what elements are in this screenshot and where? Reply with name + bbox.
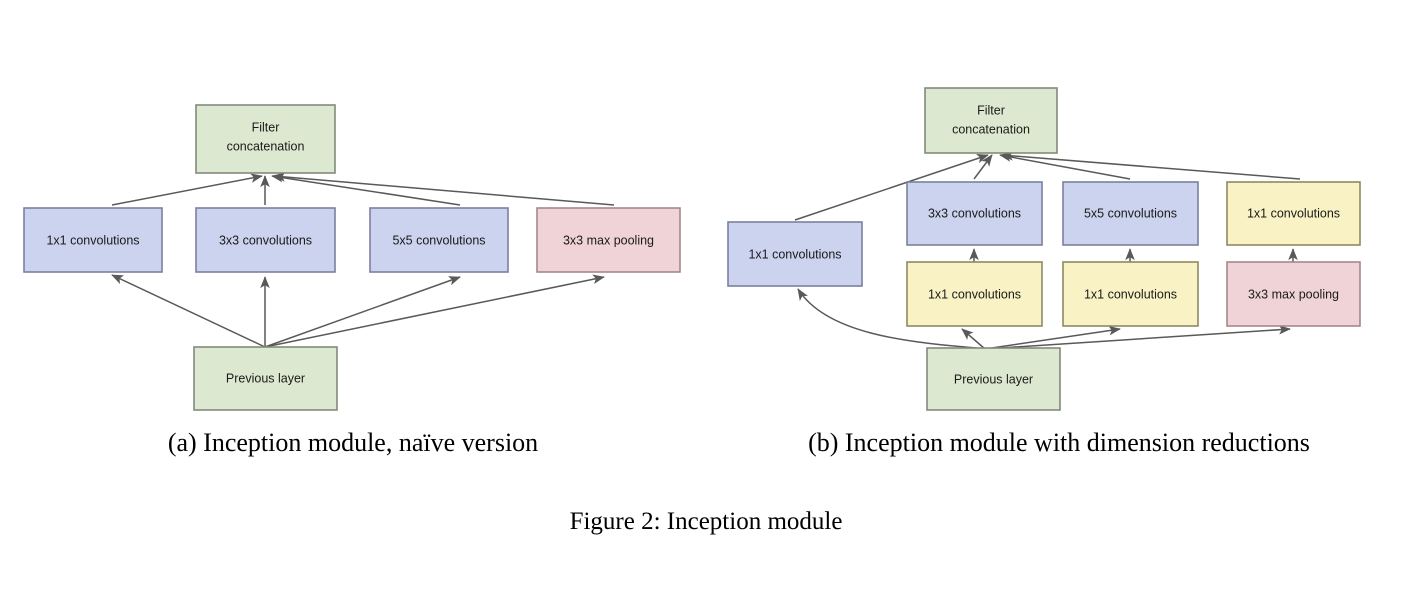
node-b-3x3-convolutions-rect[interactable]: [906, 181, 1043, 246]
node-a-3x3-max-pooling[interactable]: 3x3 max pooling: [536, 207, 681, 273]
node-b-1x1-convolutions-under-3x3-rect[interactable]: [906, 261, 1043, 327]
node-b-3x3-max-pooling-rect[interactable]: [1226, 261, 1361, 327]
diagram-b-edges-upper: [794, 151, 1301, 221]
node-a-3x3-max-pooling-rect[interactable]: [536, 207, 681, 273]
diagram-a-edges-lower: [111, 274, 605, 348]
node-b-3x3-convolutions[interactable]: 3x3 convolutions: [906, 181, 1043, 246]
node-b-1x1-convolutions-under-3x3[interactable]: 1x1 convolutions: [906, 261, 1043, 327]
diagram-b-edges-lower: [797, 288, 1291, 350]
node-a-3x3-convolutions-label: 3x3 convolutions: [219, 233, 312, 247]
node-a-5x5-convolutions-label: 5x5 convolutions: [392, 233, 485, 247]
edge-maxpool-to-concat: [273, 172, 615, 206]
node-b-1x1-convolutions-top-right-rect[interactable]: [1226, 181, 1361, 246]
edge-prev-to-5x5: [264, 276, 461, 348]
node-a-filter-concatenation-label-line2: concatenation: [227, 139, 305, 153]
node-a-filter-concatenation[interactable]: Filter concatenation: [195, 104, 336, 174]
node-a-previous-layer[interactable]: Previous layer: [193, 346, 338, 411]
diagram-a-group: Filter concatenation 1x1 convolutions 3x…: [23, 104, 681, 411]
node-b-3x3-max-pooling-label: 3x3 max pooling: [1248, 287, 1339, 301]
node-a-filter-concatenation-label-line1: Filter: [252, 120, 280, 134]
edge-prev-to-maxpool: [264, 274, 605, 348]
node-a-1x1-convolutions[interactable]: 1x1 convolutions: [23, 207, 163, 273]
node-b-3x3-convolutions-label: 3x3 convolutions: [928, 206, 1021, 220]
node-b-1x1-convolutions-under-5x5[interactable]: 1x1 convolutions: [1062, 261, 1199, 327]
subcaption-b: (b) Inception module with dimension redu…: [808, 428, 1310, 457]
node-b-1x1-convolutions-under-5x5-rect[interactable]: [1062, 261, 1199, 327]
node-b-filter-concatenation-label-line1: Filter: [977, 103, 1005, 117]
node-a-3x3-max-pooling-label: 3x3 max pooling: [563, 233, 654, 247]
edge-b-prev-to-maxpool: [984, 324, 1291, 350]
node-b-1x1-convolutions-top-right-label: 1x1 convolutions: [1247, 206, 1340, 220]
node-b-filter-concatenation-rect[interactable]: [924, 87, 1058, 154]
edge-b-prev-to-1x1-under-3x3: [961, 328, 986, 350]
node-b-previous-layer[interactable]: Previous layer: [926, 347, 1061, 411]
node-b-1x1-convolutions-left-label: 1x1 convolutions: [748, 247, 841, 261]
node-b-1x1-convolutions-left[interactable]: 1x1 convolutions: [727, 221, 863, 287]
edge-b-prev-to-1x1-under-5x5: [984, 325, 1121, 350]
diagram-b-edges-vertical: [969, 248, 1298, 262]
node-a-1x1-convolutions-rect[interactable]: [23, 207, 163, 273]
node-a-previous-layer-label: Previous layer: [226, 371, 305, 385]
node-a-5x5-convolutions[interactable]: 5x5 convolutions: [369, 207, 509, 273]
node-b-5x5-convolutions-rect[interactable]: [1062, 181, 1199, 246]
node-a-1x1-convolutions-label: 1x1 convolutions: [46, 233, 139, 247]
figure-caption: Figure 2: Inception module: [569, 508, 843, 535]
node-b-1x1-convolutions-under-3x3-label: 1x1 convolutions: [928, 287, 1021, 301]
edge-b-1x1-left-to-concat: [794, 153, 989, 221]
edge-1x1-to-concat: [111, 173, 263, 206]
node-b-5x5-convolutions[interactable]: 5x5 convolutions: [1062, 181, 1199, 246]
node-b-previous-layer-rect[interactable]: [926, 347, 1061, 411]
node-b-filter-concatenation[interactable]: Filter concatenation: [924, 87, 1058, 154]
node-b-1x1-convolutions-top-right[interactable]: 1x1 convolutions: [1226, 181, 1361, 246]
diagram-b-group: Filter concatenation 1x1 convolutions 3x…: [727, 87, 1361, 411]
edge-b-5x5-to-concat: [999, 152, 1131, 180]
node-a-previous-layer-rect[interactable]: [193, 346, 338, 411]
node-a-filter-concatenation-rect[interactable]: [195, 104, 336, 174]
node-b-1x1-convolutions-under-5x5-label: 1x1 convolutions: [1084, 287, 1177, 301]
edge-b-3x3-to-concat: [973, 154, 993, 180]
node-b-3x3-max-pooling[interactable]: 3x3 max pooling: [1226, 261, 1361, 327]
edge-b-prev-to-1x1-left: [797, 288, 986, 350]
node-a-5x5-convolutions-rect[interactable]: [369, 207, 509, 273]
node-b-1x1-convolutions-left-rect[interactable]: [727, 221, 863, 287]
node-b-filter-concatenation-label-line2: concatenation: [952, 122, 1030, 136]
edge-5x5-to-concat: [271, 172, 461, 206]
node-a-3x3-convolutions-rect[interactable]: [195, 207, 336, 273]
node-b-previous-layer-label: Previous layer: [954, 372, 1033, 386]
diagram-a-edges-upper: [111, 172, 615, 206]
node-b-5x5-convolutions-label: 5x5 convolutions: [1084, 206, 1177, 220]
edge-prev-to-1x1: [111, 274, 266, 348]
edge-b-1x1-top-right-to-concat: [1001, 151, 1301, 180]
node-a-3x3-convolutions[interactable]: 3x3 convolutions: [195, 207, 336, 273]
subcaption-a: (a) Inception module, naïve version: [167, 428, 539, 457]
